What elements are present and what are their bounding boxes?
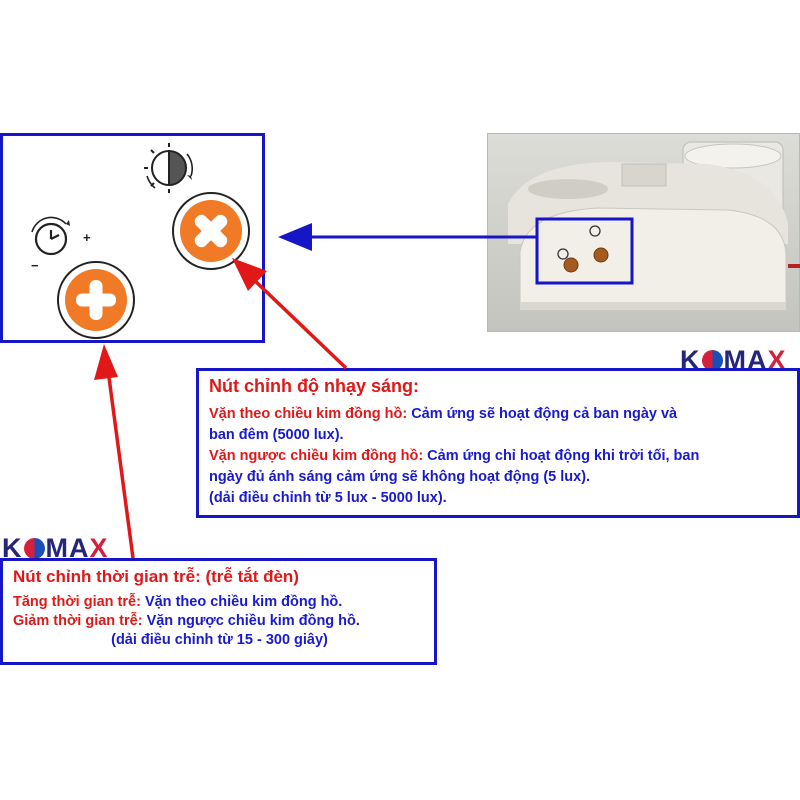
time-callout-title: Nút chỉnh thời gian trễ: (trễ tắt đèn)	[13, 567, 299, 586]
knob-closeup-panel: + −	[0, 133, 265, 343]
delay-time-callout: Nút chỉnh thời gian trễ: (trễ tắt đèn) T…	[0, 558, 437, 665]
light-callout-title: Nút chỉnh độ nhạy sáng:	[209, 376, 419, 396]
cw-label: Vặn theo chiều kim đồng hồ:	[209, 406, 408, 422]
ccw-text-2: ngày đủ ánh sáng cảm ứng sẽ không hoạt đ…	[209, 469, 591, 485]
ccw-label: Vặn ngược chiều kim đồng hồ:	[209, 448, 424, 464]
plus-sign: +	[83, 230, 91, 245]
dec-text: Vặn ngược chiều kim đồng hồ.	[142, 613, 360, 629]
sun-dial-icon	[144, 143, 194, 193]
red-arrow-time	[94, 344, 135, 559]
inc-text: Vặn theo chiều kim đồng hồ.	[140, 594, 343, 610]
sensor-device-photo	[487, 133, 800, 332]
light-sensitivity-callout: Nút chỉnh độ nhạy sáng: Vặn theo chiều k…	[196, 368, 800, 518]
light-knob	[172, 192, 250, 270]
cw-text-1: Cảm ứng sẽ hoạt động cả ban ngày và	[407, 406, 678, 422]
time-knob	[57, 261, 135, 339]
light-range: (dải điều chỉnh từ 5 lux - 5000 lux).	[209, 490, 447, 506]
cw-text-2: ban đêm (5000 lux).	[209, 427, 344, 443]
knob-closeup-svg: + −	[31, 143, 250, 339]
ccw-text-1: Cảm ứng chỉ hoạt động khi trời tối, ban	[423, 448, 700, 464]
logo-o-circle	[23, 538, 45, 559]
inc-label: Tăng thời gian trễ:	[13, 594, 141, 610]
clock-icon	[31, 216, 70, 256]
logo-o-circle	[701, 350, 723, 371]
device-illustration	[508, 141, 800, 311]
minus-sign: −	[31, 258, 39, 273]
dec-label: Giảm thời gian trễ:	[13, 613, 143, 629]
time-range: (dải điều chỉnh từ 15 - 300 giây)	[111, 632, 328, 648]
